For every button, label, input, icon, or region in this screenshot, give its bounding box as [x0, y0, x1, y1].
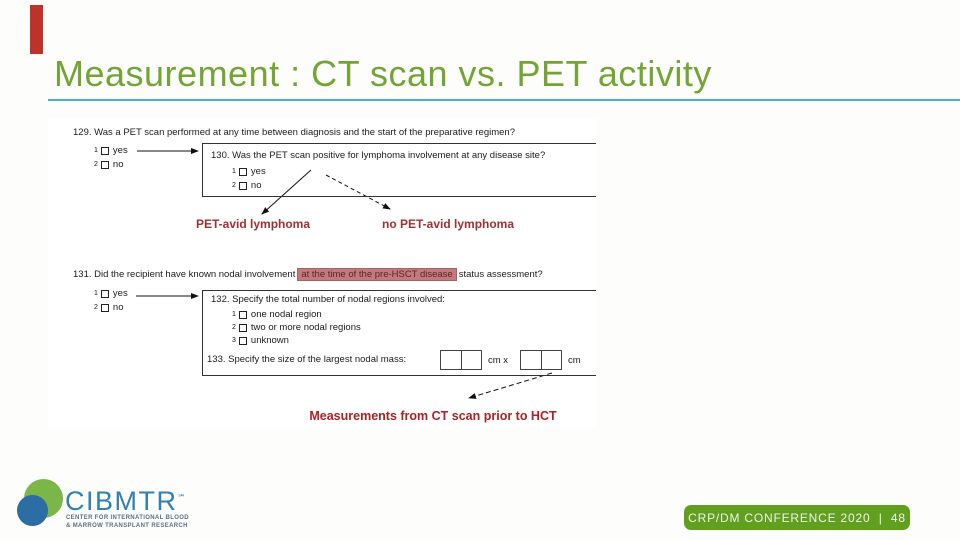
title-underline	[48, 99, 960, 101]
q130-text: 130. Was the PET scan positive for lymph…	[211, 150, 546, 161]
logo-wordmark: CIBMTR℠	[65, 486, 187, 517]
q129-option-yes: 1 yes	[94, 145, 128, 156]
size-cell[interactable]	[462, 351, 482, 369]
q133-unit-mid: cm x	[488, 355, 509, 366]
branch-label-no-pet-avid: no PET-avid lymphoma	[382, 217, 515, 231]
checkbox-icon[interactable]	[238, 336, 247, 345]
q131-suffix: status assessment?	[458, 269, 543, 280]
option-label: unknown	[250, 335, 289, 346]
option-number: 2	[94, 304, 98, 311]
option-label: yes	[112, 145, 128, 156]
form-caption: Measurements from CT scan prior to HCT	[309, 409, 557, 423]
q131-option-yes: 1 yes	[94, 288, 128, 299]
option-label: yes	[250, 166, 266, 177]
q133-text: 133. Specify the size of the largest nod…	[207, 354, 407, 365]
checkbox-icon[interactable]	[238, 167, 247, 176]
checkbox-icon[interactable]	[238, 181, 247, 190]
logo-tagline-line1: CENTER FOR INTERNATIONAL BLOOD	[66, 515, 189, 521]
option-number: 1	[94, 147, 98, 154]
q129-text: 129. Was a PET scan performed at any tim…	[73, 127, 515, 138]
q132-option-one-nodal-region: 1 one nodal region	[232, 309, 322, 320]
option-label: no	[112, 159, 124, 170]
option-label: no	[112, 302, 124, 313]
option-number: 1	[94, 290, 98, 297]
size-cell[interactable]	[521, 351, 542, 369]
accent-bar	[30, 5, 43, 54]
checkbox-icon[interactable]	[100, 160, 109, 169]
brand-name: CIBMTR	[65, 486, 178, 516]
form-screenshot: 129. Was a PET scan performed at any tim…	[48, 118, 597, 427]
q131-option-no: 2 no	[94, 302, 123, 313]
q132-box	[202, 290, 596, 376]
q130-option-no: 2 no	[232, 180, 261, 191]
option-number: 2	[94, 161, 98, 168]
option-number: 3	[232, 337, 236, 344]
logo-blue-circle-icon	[17, 495, 48, 526]
option-number: 1	[232, 311, 236, 318]
q131-text: 131. Did the recipient have known nodal …	[73, 268, 543, 281]
checkbox-icon[interactable]	[238, 310, 247, 319]
option-number: 1	[232, 168, 236, 175]
q130-box	[202, 143, 596, 197]
option-label: yes	[112, 288, 128, 299]
checkbox-icon[interactable]	[100, 303, 109, 312]
size-cell[interactable]	[542, 351, 562, 369]
checkbox-icon[interactable]	[100, 146, 109, 155]
option-number: 2	[232, 324, 236, 331]
q132-option-two-or-more: 2 two or more nodal regions	[232, 322, 361, 333]
q131-highlight: at the time of the pre-HSCT disease	[297, 268, 457, 281]
q130-option-yes: 1 yes	[232, 166, 266, 177]
q133-size-input-1	[440, 350, 482, 370]
option-number: 2	[232, 182, 236, 189]
logo-tagline-line2: & MARROW TRANSPLANT RESEARCH	[66, 523, 188, 529]
checkbox-icon[interactable]	[238, 323, 247, 332]
q133-unit-end: cm	[568, 355, 581, 366]
q132-text: 132. Specify the total number of nodal r…	[211, 294, 445, 305]
checkbox-icon[interactable]	[100, 289, 109, 298]
footer-badge: CRP/DM CONFERENCE 2020 | 48	[684, 505, 910, 530]
option-label: no	[250, 180, 262, 191]
trademark-symbol: ℠	[177, 493, 188, 502]
option-label: one nodal region	[250, 309, 322, 320]
q129-option-no: 2 no	[94, 159, 123, 170]
page-title: Measurement : CT scan vs. PET activity	[54, 53, 712, 94]
option-label: two or more nodal regions	[250, 322, 361, 333]
q131-prefix: 131. Did the recipient have known nodal …	[73, 269, 296, 280]
q133-size-input-2	[520, 350, 562, 370]
size-cell[interactable]	[441, 351, 462, 369]
arrow-caption-pointer	[468, 372, 553, 399]
branch-label-pet-avid: PET-avid lymphoma	[196, 217, 311, 231]
q132-option-unknown: 3 unknown	[232, 335, 289, 346]
